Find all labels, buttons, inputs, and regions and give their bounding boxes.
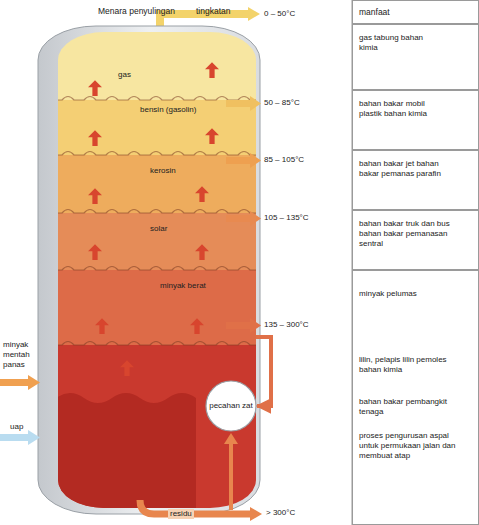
fraction-name: solar: [150, 224, 200, 234]
fraction-band: solar: [62, 213, 256, 270]
flow-connector: [256, 337, 271, 406]
circle-label: pecahan zat: [209, 401, 253, 411]
fraction-band: minyak berat: [62, 270, 256, 345]
tray: [58, 210, 256, 214]
fraction-name: gas: [118, 70, 158, 80]
tower-shell: [38, 26, 260, 514]
output-arrows: [226, 96, 261, 333]
temperature: 105 – 135°C: [264, 213, 309, 223]
table-heading: manfaat: [359, 7, 469, 18]
tray: [58, 267, 256, 271]
use-text: minyak pelumas: [359, 289, 469, 299]
table-header: manfaat: [352, 0, 479, 24]
use-cell: bahan bakar jet bahan bakar pemanas para…: [352, 150, 479, 210]
fraction-band: bensin (gasolin): [62, 100, 256, 155]
tray: [58, 152, 256, 156]
use-text: bahan bakar pembangkit tenaga: [359, 397, 471, 417]
fraction-name: minyak berat: [160, 281, 220, 291]
crude-input-arrow: [0, 379, 30, 386]
tray: [58, 342, 256, 346]
fraction-band: gas: [62, 45, 256, 100]
temperature: 0 – 50°C: [264, 9, 295, 19]
use-cell: minyak pelumas lilin, pelapis lilin pemol…: [352, 270, 479, 525]
use-cell: gas tabung bahan kimia: [352, 24, 479, 90]
use-text: lilin, pelapis lilin pemoles bahan kimia: [359, 355, 449, 375]
use-cell: bahan bakar mobil plastik bahan kimia: [352, 90, 479, 150]
use-text: gas tabung bahan kimia: [359, 33, 429, 53]
tray: [58, 97, 256, 101]
column-heading: tingkatan: [196, 6, 231, 17]
use-text: bahan bakar mobil plastik bahan kimia: [359, 99, 429, 119]
arrow-head: [248, 7, 260, 21]
use-text: proses pengurusan aspal untuk permukaan …: [359, 431, 469, 461]
input-label: uap: [10, 422, 23, 432]
use-text: bahan bakar truk dan bus bahan bakar pem…: [359, 219, 471, 249]
tower-heading: Menara penyulingan: [98, 6, 208, 17]
input-label: minyak mentah panas: [3, 340, 43, 370]
distillation-tower: Menara penyulingan gas bensin (gasolin) ker…: [38, 2, 262, 522]
temperature: 135 – 300°C: [264, 320, 309, 330]
residue-to-fraction: [229, 442, 233, 510]
temperature: 50 – 85°C: [264, 98, 300, 108]
residue-pipe: [140, 500, 252, 514]
temperature: 85 – 105°C: [264, 155, 304, 165]
use-cell: bahan bakar truk dan bus bahan bakar pem…: [352, 210, 479, 270]
steam-input-arrow: [0, 434, 30, 441]
residue-label: residu: [168, 509, 194, 519]
fraction-circle: pecahan zat: [205, 380, 257, 432]
fraction-band: kerosin: [62, 155, 256, 213]
temperature: > 300°C: [266, 508, 295, 518]
fraction-name: bensin (gasolin): [140, 105, 220, 115]
fraction-name: kerosin: [150, 166, 200, 176]
use-text: bahan bakar jet bahan bakar pemanas para…: [359, 159, 454, 179]
